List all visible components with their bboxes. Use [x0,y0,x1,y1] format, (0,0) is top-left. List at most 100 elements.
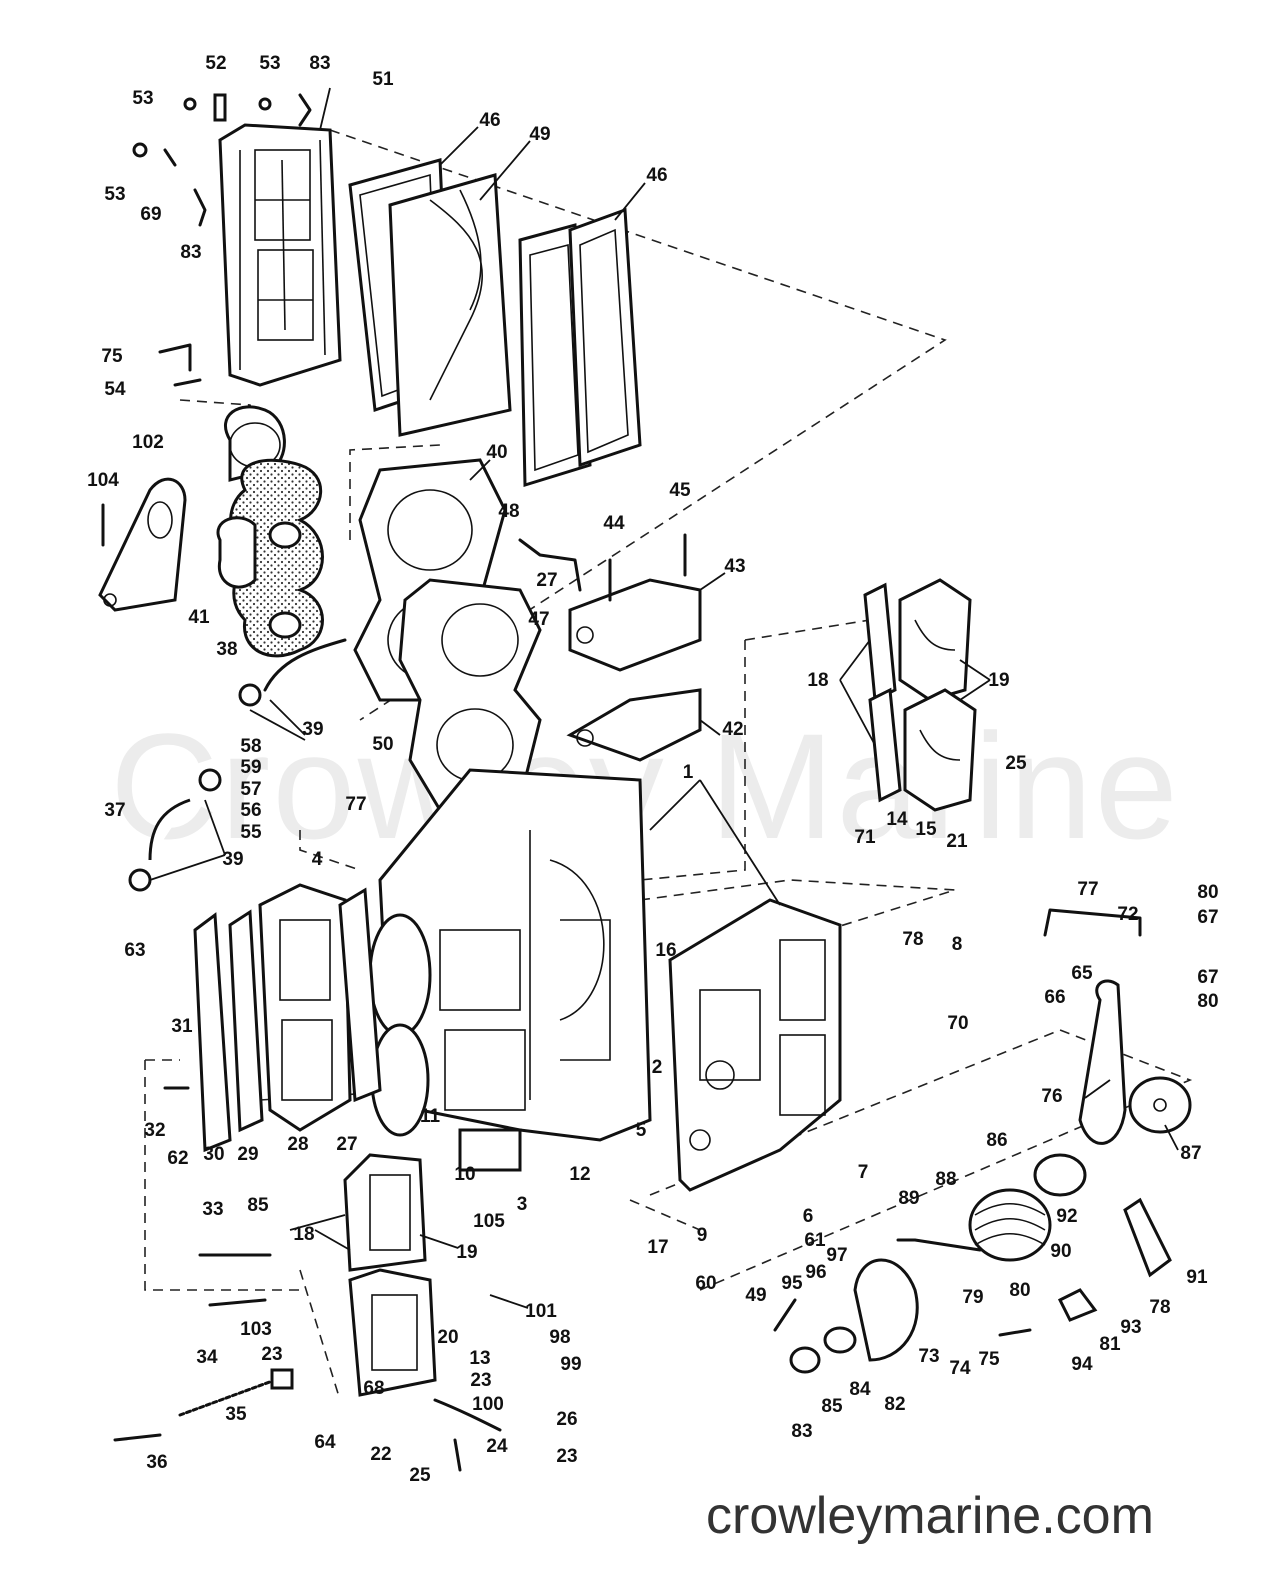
callout-34: 34 [196,1347,218,1368]
callout-18: 18 [293,1224,314,1245]
callout-83: 83 [791,1421,812,1442]
callout-68: 68 [363,1378,384,1399]
callout-69: 69 [140,204,161,225]
throttle-linkage-right [773,908,1192,1374]
callout-77: 77 [345,794,366,815]
callout-57: 57 [240,779,261,800]
callout-65: 65 [1071,963,1093,984]
callout-97: 97 [826,1245,847,1266]
callout-99: 99 [560,1354,581,1375]
callout-38: 38 [216,639,237,660]
callout-85: 85 [247,1195,269,1216]
callout-49: 49 [745,1285,766,1306]
callout-62: 62 [167,1148,188,1169]
callout-53: 53 [259,53,280,74]
reed-valves-right [863,578,977,812]
callout-83: 83 [180,242,201,263]
callout-79: 79 [962,1287,983,1308]
callout-1: 1 [683,762,694,783]
leader-lines [149,87,1179,1309]
callout-98: 98 [549,1327,570,1348]
callout-58: 58 [240,736,261,757]
callout-35: 35 [225,1404,247,1425]
callout-95: 95 [781,1273,803,1294]
callout-53: 53 [104,184,125,205]
callout-41: 41 [188,607,210,628]
callout-61: 61 [804,1230,826,1251]
callout-53: 53 [132,88,153,109]
callout-25: 25 [1005,753,1027,774]
callout-78: 78 [1149,1297,1170,1318]
callout-67: 67 [1197,967,1218,988]
bracket-102 [98,477,187,612]
callout-6: 6 [803,1206,814,1227]
callout-88: 88 [935,1169,956,1190]
callout-48: 48 [498,501,519,522]
callout-105: 105 [473,1211,505,1232]
callout-94: 94 [1071,1354,1093,1375]
callout-4: 4 [312,849,323,870]
callout-10: 10 [454,1164,475,1185]
site-url: crowleymarine.com [706,1487,1154,1545]
callout-83: 83 [309,53,330,74]
hoses [128,638,347,892]
callout-16: 16 [655,940,676,961]
callout-102: 102 [132,432,164,453]
callout-24: 24 [486,1436,508,1457]
callout-19: 19 [456,1242,477,1263]
callout-23: 23 [470,1370,491,1391]
callout-101: 101 [525,1301,557,1322]
callout-90: 90 [1050,1241,1071,1262]
lower-left-parts [113,1086,502,1472]
callout-2: 2 [652,1057,663,1078]
callout-78: 78 [902,929,923,950]
callout-13: 13 [469,1348,490,1369]
callout-75: 75 [978,1349,1000,1370]
callout-77: 77 [1077,879,1098,900]
callout-26: 26 [556,1409,577,1430]
callout-29: 29 [237,1144,258,1165]
exhaust-plate-gaskets [348,158,642,488]
callout-20: 20 [437,1327,458,1348]
callout-73: 73 [918,1346,939,1367]
callout-39: 39 [222,849,243,870]
callout-44: 44 [603,513,625,534]
callout-21: 21 [946,831,968,852]
callout-8: 8 [952,934,963,955]
callout-28: 28 [287,1134,308,1155]
callout-74: 74 [949,1358,971,1379]
crankcase-half-right [668,898,842,1192]
callout-72: 72 [1117,904,1138,925]
cover-43 [518,533,702,762]
callout-55: 55 [240,822,262,843]
callout-5: 5 [636,1120,647,1141]
callout-30: 30 [203,1144,224,1165]
callout-60: 60 [695,1273,716,1294]
callout-75: 75 [101,346,123,367]
callout-64: 64 [314,1432,336,1453]
callout-80: 80 [1197,882,1218,903]
callout-103: 103 [240,1319,272,1340]
callout-27: 27 [336,1134,357,1155]
callout-84: 84 [849,1379,871,1400]
callout-23: 23 [556,1446,577,1467]
crankcase-block-1 [368,768,652,1172]
callout-19: 19 [988,670,1009,691]
callout-87: 87 [1180,1143,1201,1164]
intake-manifold-lower [343,1153,437,1397]
callout-50: 50 [372,734,393,755]
callout-11: 11 [420,1106,441,1127]
callout-80: 80 [1197,991,1218,1012]
callout-31: 31 [171,1016,193,1037]
callout-92: 92 [1056,1206,1077,1227]
callout-49: 49 [529,124,550,145]
callout-40: 40 [486,442,507,463]
callout-96: 96 [805,1262,826,1283]
callout-36: 36 [146,1452,167,1473]
callout-89: 89 [898,1188,919,1209]
callout-67: 67 [1197,907,1218,928]
exhaust-cover-51 [218,123,342,387]
